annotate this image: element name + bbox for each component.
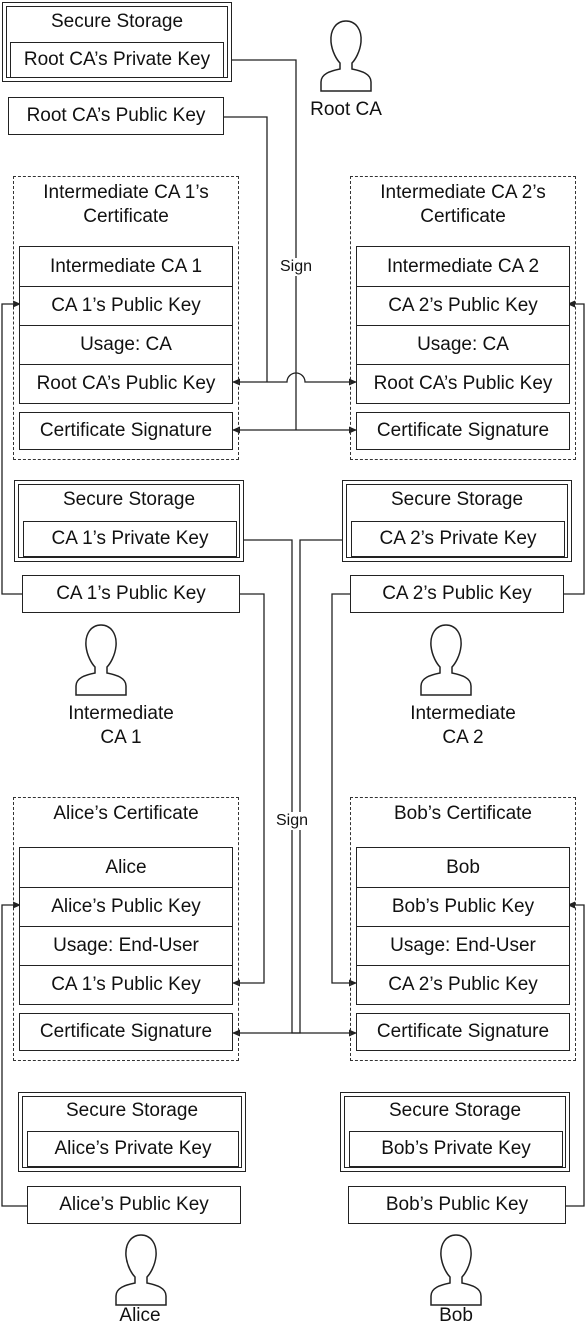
bob-cert-usage: Usage: End-User [357, 926, 569, 965]
ca2-pubkey-loop [564, 300, 585, 595]
alice-cert-issuer-key: CA 1’s Public Key [20, 965, 232, 1004]
ca2-certificate-fields: Intermediate CA 2 CA 2’s Public Key Usag… [356, 246, 570, 404]
ca2-cert-signature: Certificate Signature [356, 412, 570, 450]
bob-cert-signature: Certificate Signature [356, 1013, 570, 1051]
alice-certificate: Alice’s Certificate Alice Alice’s Public… [13, 797, 239, 1061]
bob-cert-public-key: Bob’s Public Key [357, 887, 569, 926]
ca1-pubkey-loop [1, 300, 22, 595]
root-sign-wire [232, 59, 297, 430]
ca2-issuer-wire [331, 593, 357, 987]
sign-label-lower: Sign [274, 812, 311, 830]
intermediate-ca1-label: Intermediate CA 1 [68, 703, 174, 748]
ca1-cert-subject: Intermediate CA 1 [49, 255, 203, 277]
root-private-key: Root CA’s Private Key [10, 42, 224, 78]
root-ca-label: Root CA [310, 99, 382, 120]
ca1-cert-signature: Certificate Signature [19, 412, 233, 450]
sign-label-upper: Sign [278, 258, 315, 276]
ca1-private-key: CA 1’s Private Key [23, 521, 237, 557]
alice-cert-public-key: Alice’s Public Key [20, 887, 232, 926]
ca1-public-key: CA 1’s Public Key [22, 575, 240, 613]
ca2-certificate: Intermediate CA 2’s Certificate Intermed… [350, 176, 576, 460]
ca1-certificate-fields: Intermediate CA 1 CA 1’s Public Key Usag… [19, 246, 233, 404]
root-storage-title: Secure Storage [50, 11, 184, 32]
ca1-secure-storage: Secure Storage CA 1’s Private Key [14, 480, 244, 562]
root-public-key: Root CA’s Public Key [8, 97, 224, 135]
alice-label: Alice [119, 1305, 161, 1326]
ca1-cert-public-key: CA 1’s Public Key [20, 286, 232, 325]
bob-certificate-title: Bob’s Certificate [394, 803, 532, 824]
bob-private-key: Bob’s Private Key [349, 1131, 563, 1167]
bob-label: Bob [439, 1305, 473, 1326]
alice-cert-subject: Alice [105, 856, 147, 878]
ca1-storage-title: Secure Storage [62, 489, 196, 510]
bob-pubkey-loop [566, 901, 585, 1207]
person-silhouette-icon [430, 1234, 482, 1306]
ca1-sign-wire [242, 539, 357, 1037]
ca1-certificate: Intermediate CA 1’s Certificate Intermed… [13, 176, 239, 460]
bob-public-key: Bob’s Public Key [348, 1186, 566, 1224]
root-pubkey-wire [224, 116, 268, 382]
ca2-sign-wire [232, 539, 346, 1037]
ca1-cert-usage: Usage: CA [20, 325, 232, 364]
ca2-storage-title: Secure Storage [390, 489, 524, 510]
root-secure-storage: Secure Storage Root CA’s Private Key [2, 2, 232, 82]
ca2-certificate-title: Intermediate CA 2’s Certificate [380, 182, 546, 227]
alice-certificate-title: Alice’s Certificate [53, 803, 199, 824]
alice-cert-signature: Certificate Signature [19, 1013, 233, 1051]
bob-cert-issuer-key: CA 2’s Public Key [357, 965, 569, 1004]
intermediate-ca2-label: Intermediate CA 2 [410, 703, 516, 748]
alice-storage-title: Secure Storage [65, 1100, 199, 1121]
person-silhouette-icon [320, 20, 372, 92]
person-silhouette-icon [75, 624, 127, 696]
ca1-issuer-wire [232, 593, 265, 987]
alice-pubkey-loop [1, 901, 27, 1207]
ca2-cert-public-key: CA 2’s Public Key [357, 286, 569, 325]
alice-public-key: Alice’s Public Key [27, 1186, 241, 1224]
ca2-secure-storage: Secure Storage CA 2’s Private Key [342, 480, 572, 562]
root-pubkey-arrow-right [267, 372, 357, 386]
ca1-certificate-title: Intermediate CA 1’s Certificate [43, 182, 209, 227]
person-silhouette-icon [420, 624, 472, 696]
ca2-private-key: CA 2’s Private Key [351, 521, 565, 557]
bob-secure-storage: Secure Storage Bob’s Private Key [340, 1092, 570, 1172]
alice-secure-storage: Secure Storage Alice’s Private Key [18, 1092, 246, 1172]
alice-cert-usage: Usage: End-User [20, 926, 232, 965]
ca2-cert-usage: Usage: CA [357, 325, 569, 364]
bob-certificate-fields: Bob Bob’s Public Key Usage: End-User CA … [356, 847, 570, 1005]
bob-storage-title: Secure Storage [388, 1100, 522, 1121]
bob-cert-subject: Bob [446, 856, 480, 878]
ca2-public-key: CA 2’s Public Key [350, 575, 564, 613]
ca2-cert-subject: Intermediate CA 2 [386, 255, 540, 277]
alice-certificate-fields: Alice Alice’s Public Key Usage: End-User… [19, 847, 233, 1005]
ca2-cert-issuer-key: Root CA’s Public Key [357, 364, 569, 403]
person-silhouette-icon [115, 1234, 167, 1306]
alice-private-key: Alice’s Private Key [27, 1131, 239, 1167]
bob-certificate: Bob’s Certificate Bob Bob’s Public Key U… [350, 797, 576, 1061]
ca1-cert-issuer-key: Root CA’s Public Key [20, 364, 232, 403]
